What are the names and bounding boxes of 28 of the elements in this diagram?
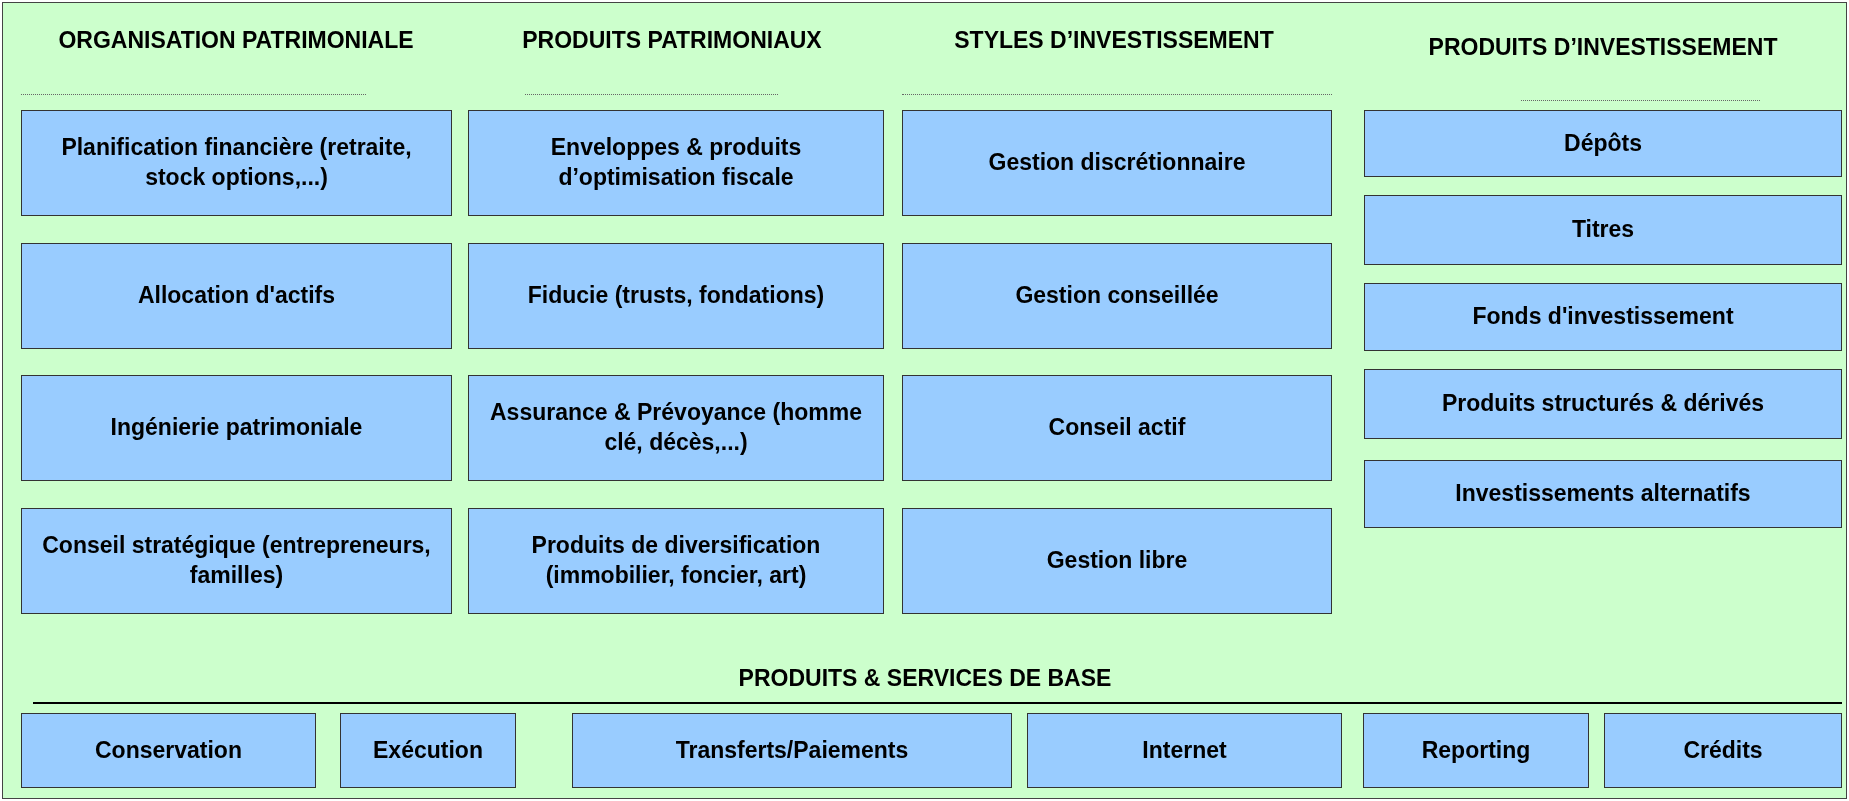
service-box: Dépôts <box>1364 110 1842 177</box>
column-heading: STYLES D’INVESTISSEMENT <box>953 26 1275 55</box>
service-box: Enveloppes & produits d’optimisation fiscale <box>468 110 884 216</box>
service-box: Titres <box>1364 195 1842 265</box>
service-box: Reporting <box>1363 713 1589 788</box>
service-box: Crédits <box>1604 713 1842 788</box>
service-box: Fonds d'investissement <box>1364 283 1842 351</box>
service-box: Internet <box>1027 713 1342 788</box>
column-heading: PRODUITS & SERVICES DE BASE <box>737 664 1113 693</box>
column-heading: ORGANISATION PATRIMONIALE <box>57 26 415 55</box>
service-box: Fiducie (trusts, fondations) <box>468 243 884 349</box>
service-box: Produits structurés & dérivés <box>1364 369 1842 439</box>
service-box: Gestion libre <box>902 508 1332 614</box>
service-box: Conseil stratégique (entrepreneurs, familles) <box>21 508 452 614</box>
service-box: Exécution <box>340 713 516 788</box>
service-box: Transferts/Paiements <box>572 713 1012 788</box>
service-box: Assurance & Prévoyance (homme clé, décès,...) <box>468 375 884 481</box>
service-box: Conservation <box>21 713 316 788</box>
service-box: Planification financière (retraite, stock options,...) <box>21 110 452 216</box>
service-box: Gestion discrétionnaire <box>902 110 1332 216</box>
service-box: Produits de diversification (immobilier, foncier, art) <box>468 508 884 614</box>
service-box: Gestion conseillée <box>902 243 1332 349</box>
service-box: Investissements alternatifs <box>1364 460 1842 528</box>
service-box: Conseil actif <box>902 375 1332 481</box>
service-box: Ingénierie patrimoniale <box>21 375 452 481</box>
service-box: Allocation d'actifs <box>21 243 452 349</box>
column-heading: PRODUITS PATRIMONIAUX <box>521 26 823 55</box>
column-heading: PRODUITS D’INVESTISSEMENT <box>1427 33 1779 62</box>
